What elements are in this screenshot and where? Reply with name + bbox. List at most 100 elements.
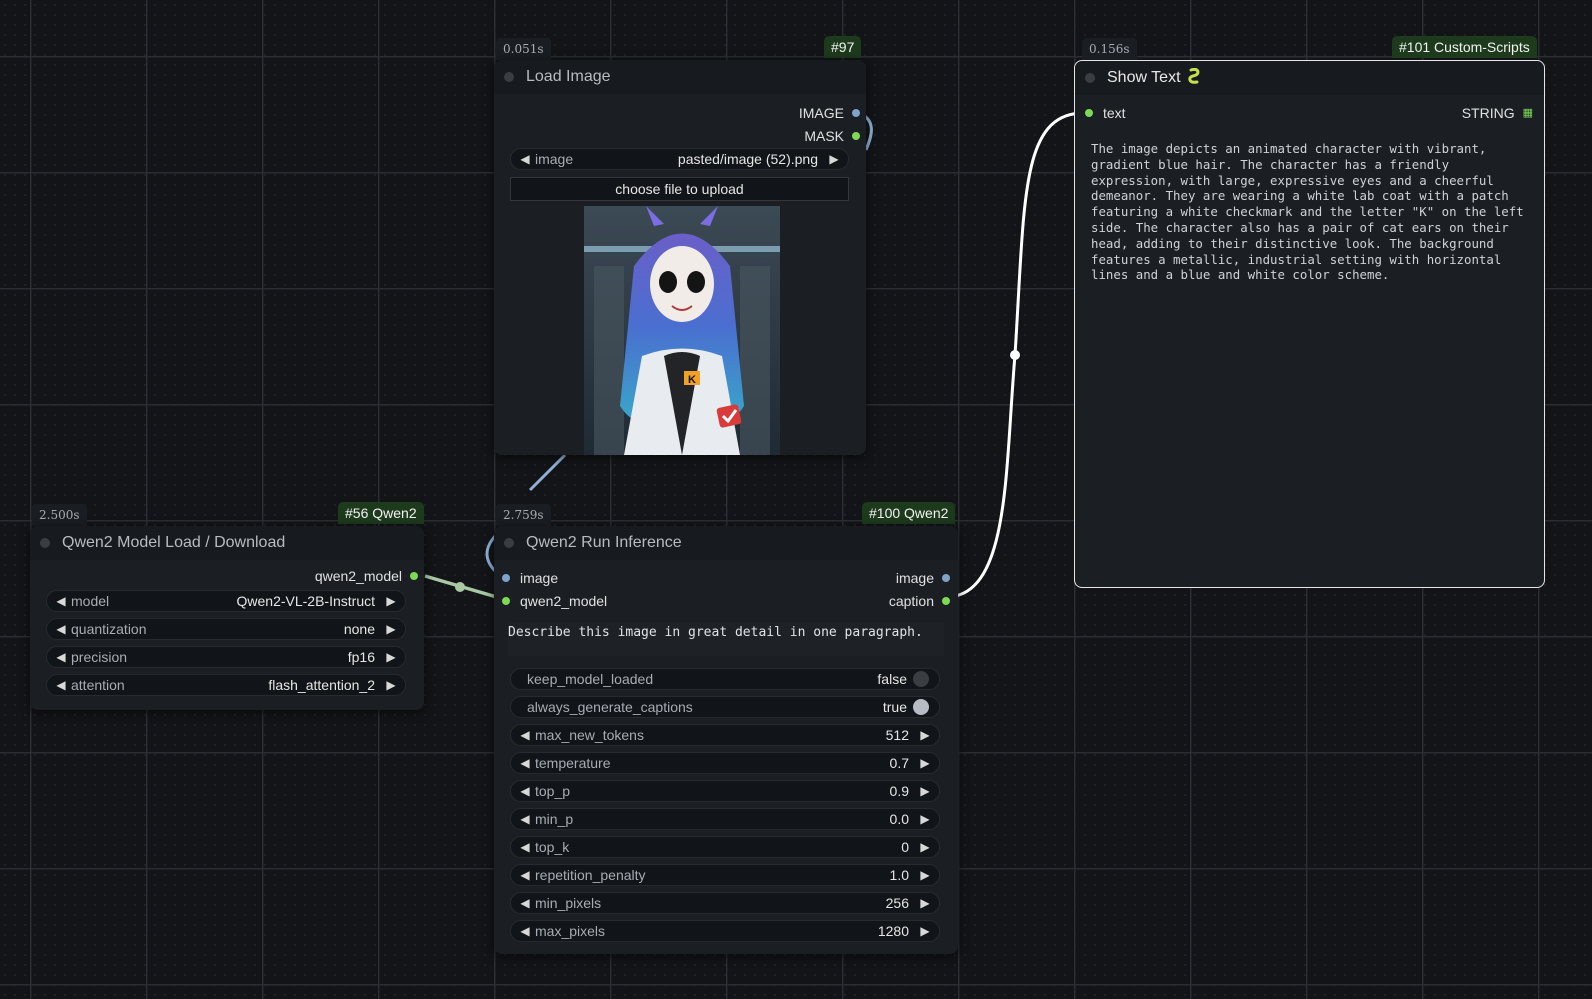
node-id-badge: #101 Custom-Scripts xyxy=(1392,36,1537,58)
max-pixels-number[interactable]: ◀ max_pixels 1280 ▶ xyxy=(510,920,940,942)
execution-time: 0.156s xyxy=(1082,38,1137,60)
decrement-arrow-icon[interactable]: ◀ xyxy=(520,812,530,826)
prompt-textarea[interactable]: Describe this image in great detail in o… xyxy=(508,622,944,656)
output-image[interactable]: IMAGE xyxy=(799,103,860,123)
node-id-badge: #100 Qwen2 xyxy=(862,502,956,524)
widget-value: flash_attention_2 xyxy=(268,677,375,693)
output-qwen2-model[interactable]: qwen2_model xyxy=(315,566,418,586)
widget-value: none xyxy=(343,621,375,637)
increment-arrow-icon[interactable]: ▶ xyxy=(920,896,930,910)
node-header[interactable]: Load Image xyxy=(494,60,866,94)
qwen2-run-inference-node[interactable]: Qwen2 Run Inference image qwen2_model im… xyxy=(494,526,958,954)
output-mask[interactable]: MASK xyxy=(804,126,860,146)
keep-model-loaded-toggle[interactable]: keep_model_loaded false xyxy=(510,668,940,690)
slot-dot[interactable] xyxy=(942,597,950,605)
output-caption[interactable]: caption xyxy=(889,591,950,611)
decrement-arrow-icon[interactable]: ◀ xyxy=(56,622,66,636)
qwen2-model-load-node[interactable]: Qwen2 Model Load / Download qwen2_model … xyxy=(30,526,424,710)
collapse-dot[interactable] xyxy=(1085,73,1095,83)
always-generate-captions-toggle[interactable]: always_generate_captions true xyxy=(510,696,940,718)
quantization-combo[interactable]: ◀ quantization none ▶ xyxy=(46,618,406,640)
execution-time: 0.051s xyxy=(496,38,551,60)
slot-dot[interactable] xyxy=(852,132,860,140)
increment-arrow-icon[interactable]: ▶ xyxy=(920,868,930,882)
grid-icon[interactable]: ▦ xyxy=(1522,107,1533,119)
input-image[interactable]: image xyxy=(502,568,558,588)
decrement-arrow-icon[interactable]: ◀ xyxy=(56,650,66,664)
show-text-node[interactable]: Show Text text STRING ▦ The image depict… xyxy=(1074,60,1545,588)
increment-arrow-icon[interactable]: ▶ xyxy=(386,594,396,608)
increment-arrow-icon[interactable]: ▶ xyxy=(386,622,396,636)
top-k-number[interactable]: ◀ top_k 0 ▶ xyxy=(510,836,940,858)
attention-combo[interactable]: ◀ attention flash_attention_2 ▶ xyxy=(46,674,406,696)
increment-arrow-icon[interactable]: ▶ xyxy=(386,650,396,664)
anime-character-image: K xyxy=(584,206,780,455)
slot-label: qwen2_model xyxy=(314,568,402,584)
increment-arrow-icon[interactable]: ▶ xyxy=(829,152,839,166)
decrement-arrow-icon[interactable]: ◀ xyxy=(56,678,66,692)
node-header[interactable]: Show Text xyxy=(1075,61,1544,95)
decrement-arrow-icon[interactable]: ◀ xyxy=(520,152,530,166)
min-pixels-number[interactable]: ◀ min_pixels 256 ▶ xyxy=(510,892,940,914)
decrement-arrow-icon[interactable]: ◀ xyxy=(56,594,66,608)
output-string[interactable]: STRING ▦ xyxy=(1462,103,1533,123)
load-image-node[interactable]: Load Image IMAGE MASK ◀ image pasted/ima… xyxy=(494,60,866,455)
model-combo[interactable]: ◀ model Qwen2-VL-2B-Instruct ▶ xyxy=(46,590,406,612)
text-output-area[interactable]: The image depicts an animated character … xyxy=(1091,141,1531,571)
output-image[interactable]: image xyxy=(896,568,950,588)
increment-arrow-icon[interactable]: ▶ xyxy=(386,678,396,692)
widget-value: 512 xyxy=(885,727,909,743)
decrement-arrow-icon[interactable]: ◀ xyxy=(520,728,530,742)
increment-arrow-icon[interactable]: ▶ xyxy=(920,812,930,826)
wire-midpoint xyxy=(1010,350,1020,360)
max-new-tokens-number[interactable]: ◀ max_new_tokens 512 ▶ xyxy=(510,724,940,746)
increment-arrow-icon[interactable]: ▶ xyxy=(920,756,930,770)
increment-arrow-icon[interactable]: ▶ xyxy=(920,840,930,854)
increment-arrow-icon[interactable]: ▶ xyxy=(920,728,930,742)
temperature-number[interactable]: ◀ temperature 0.7 ▶ xyxy=(510,752,940,774)
widget-value: false xyxy=(877,671,907,687)
toggle-knob[interactable] xyxy=(913,671,929,687)
top-p-number[interactable]: ◀ top_p 0.9 ▶ xyxy=(510,780,940,802)
widget-label: min_p xyxy=(535,811,574,827)
increment-arrow-icon[interactable]: ▶ xyxy=(920,784,930,798)
slot-label: image xyxy=(895,570,934,586)
collapse-dot[interactable] xyxy=(40,538,50,548)
decrement-arrow-icon[interactable]: ◀ xyxy=(520,896,530,910)
node-header[interactable]: Qwen2 Run Inference xyxy=(494,526,958,560)
slot-label: caption xyxy=(888,593,934,609)
image-preview: K xyxy=(584,206,780,455)
slot-dot[interactable] xyxy=(502,597,510,605)
min-p-number[interactable]: ◀ min_p 0.0 ▶ xyxy=(510,808,940,830)
decrement-arrow-icon[interactable]: ◀ xyxy=(520,868,530,882)
repetition-penalty-number[interactable]: ◀ repetition_penalty 1.0 ▶ xyxy=(510,864,940,886)
node-header[interactable]: Qwen2 Model Load / Download xyxy=(30,526,424,560)
widget-value: 1.0 xyxy=(889,867,909,883)
decrement-arrow-icon[interactable]: ◀ xyxy=(520,756,530,770)
slot-dot[interactable] xyxy=(410,572,418,580)
image-combo[interactable]: ◀ image pasted/image (52).png ▶ xyxy=(510,148,849,170)
decrement-arrow-icon[interactable]: ◀ xyxy=(520,840,530,854)
slot-dot[interactable] xyxy=(942,574,950,582)
input-text[interactable]: text xyxy=(1085,103,1126,123)
widget-label: image xyxy=(535,151,574,167)
collapse-dot[interactable] xyxy=(504,538,514,548)
decrement-arrow-icon[interactable]: ◀ xyxy=(520,924,530,938)
increment-arrow-icon[interactable]: ▶ xyxy=(920,924,930,938)
choose-file-button[interactable]: choose file to upload xyxy=(510,177,849,201)
node-id-badge: #56 Qwen2 xyxy=(338,502,424,524)
input-qwen2-model[interactable]: qwen2_model xyxy=(502,591,607,611)
slot-label: image xyxy=(520,570,559,586)
slot-dot[interactable] xyxy=(852,109,860,117)
collapse-dot[interactable] xyxy=(504,72,514,82)
widget-label: model xyxy=(71,593,110,609)
toggle-knob[interactable] xyxy=(913,699,929,715)
widget-value: 0.7 xyxy=(889,755,909,771)
node-title: Qwen2 Model Load / Download xyxy=(62,534,286,551)
slot-dot[interactable] xyxy=(1085,109,1093,117)
slot-dot[interactable] xyxy=(502,574,510,582)
slot-label: qwen2_model xyxy=(520,593,608,609)
decrement-arrow-icon[interactable]: ◀ xyxy=(520,784,530,798)
precision-combo[interactable]: ◀ precision fp16 ▶ xyxy=(46,646,406,668)
